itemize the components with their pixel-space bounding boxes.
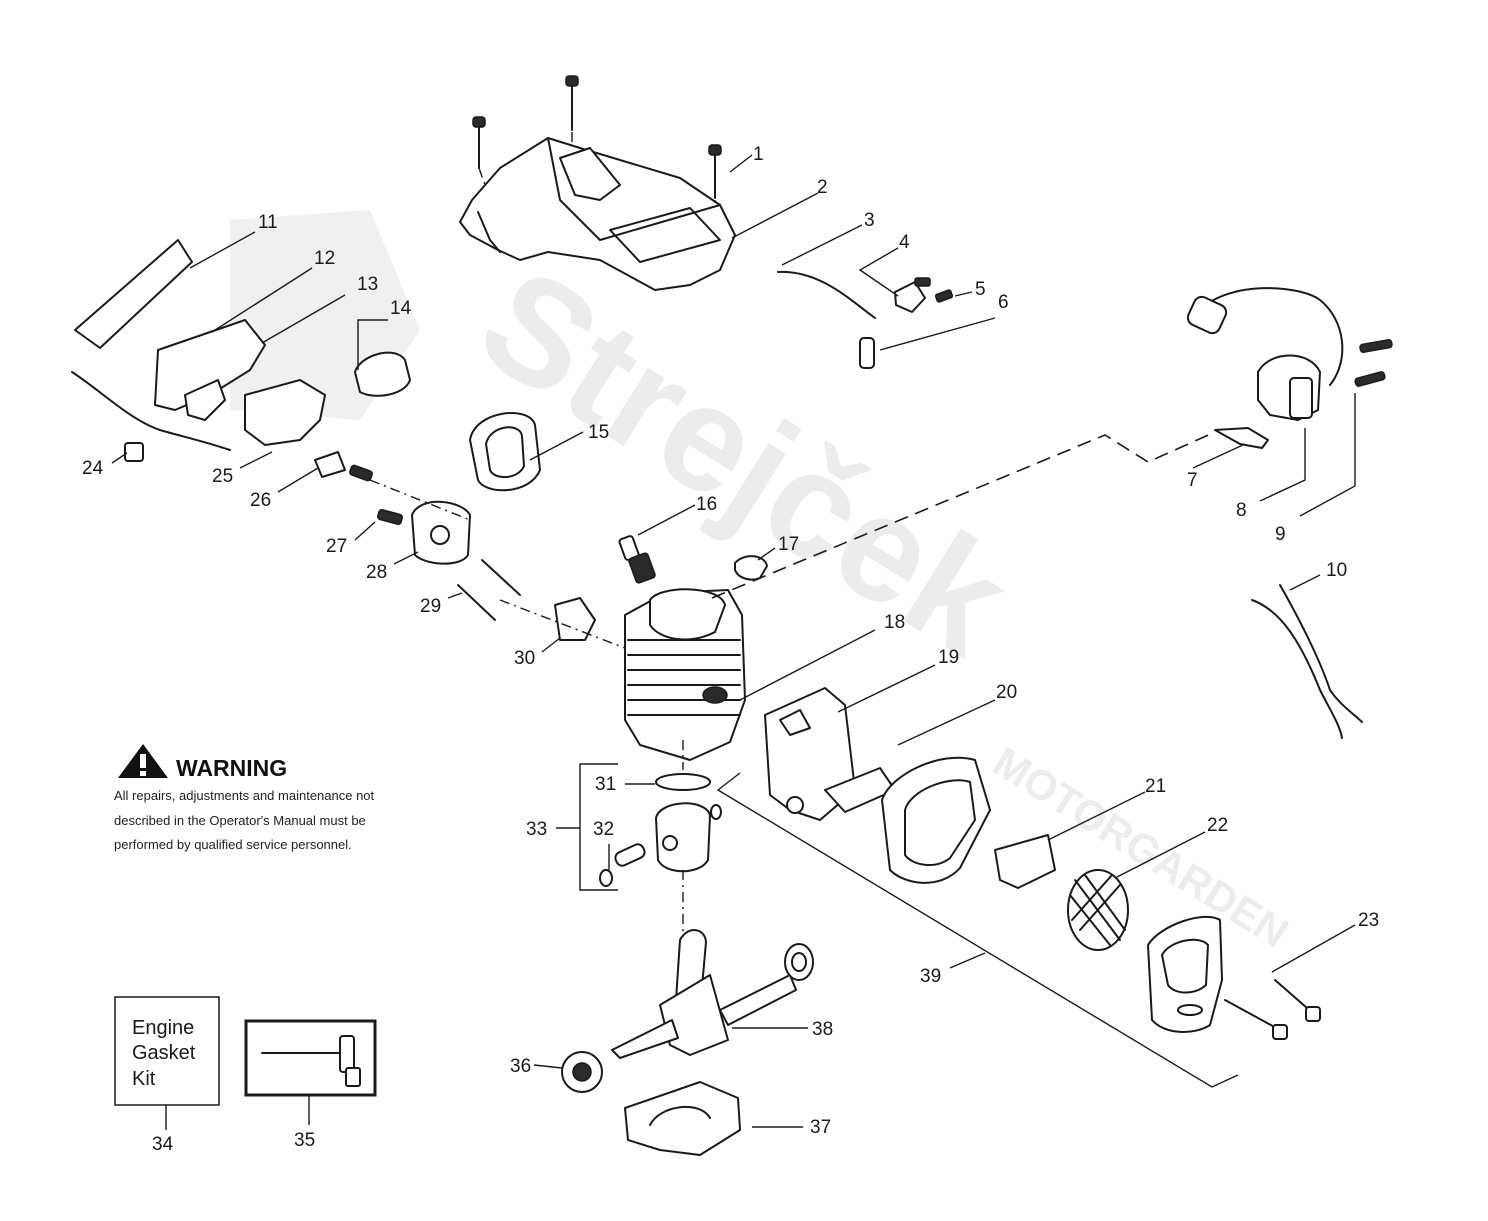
- crankshaft: [611, 929, 814, 1059]
- watermark: Strejček MOTORGARDEN: [230, 210, 1296, 957]
- part-label-20: 20: [996, 682, 1017, 703]
- part-label-19: 19: [938, 647, 959, 668]
- fuel-line-parts: [777, 270, 954, 369]
- part-label-6: 6: [998, 292, 1009, 313]
- part-label-36: 36: [510, 1056, 531, 1077]
- warning-line-3: performed by qualified service personnel…: [114, 837, 352, 852]
- warning-line-2: described in the Operator's Manual must …: [114, 813, 366, 828]
- part-label-1: 1: [753, 144, 764, 165]
- part-label-26: 26: [250, 490, 271, 511]
- part-label-4: 4: [899, 232, 910, 253]
- wrench-tool-icon: [261, 1035, 361, 1087]
- part-label-9: 9: [1275, 524, 1286, 545]
- kit-line-2: Gasket: [132, 1042, 196, 1064]
- part-label-31: 31: [595, 774, 616, 795]
- piston-group: [599, 740, 722, 940]
- watermark-brand: Strejček: [453, 235, 1038, 687]
- ignition-coil: [1186, 287, 1393, 449]
- spark-plug: [618, 535, 768, 584]
- top-cover: [459, 137, 736, 291]
- part-label-3: 3: [864, 210, 875, 231]
- part-label-18: 18: [884, 612, 905, 633]
- part-label-29: 29: [420, 596, 441, 617]
- muffler-group: [764, 687, 1321, 1040]
- part-label-15: 15: [588, 422, 609, 443]
- part-label-37: 37: [810, 1117, 831, 1138]
- part-label-8: 8: [1236, 500, 1247, 521]
- cylinder: [624, 588, 746, 761]
- part-label-14: 14: [390, 298, 412, 319]
- part-label-10: 10: [1326, 560, 1347, 581]
- part-label-11: 11: [258, 212, 278, 233]
- handle-group: [71, 239, 411, 478]
- tool-box: [244, 1019, 377, 1125]
- part-label-23: 23: [1358, 910, 1379, 931]
- part-label-24: 24: [82, 458, 104, 479]
- part-label-32: 32: [593, 819, 614, 840]
- part-label-39: 39: [920, 966, 941, 987]
- warning-title: WARNING: [176, 755, 287, 781]
- part-label-33: 33: [526, 819, 547, 840]
- part-label-35: 35: [294, 1130, 315, 1151]
- part-labels: 1 2 3 4 5 6 7 8 9 10 11 12 13 14 15 16 1…: [82, 144, 1379, 1155]
- dashed-leaders: [711, 431, 1216, 599]
- part-label-7: 7: [1187, 470, 1198, 491]
- part-label-38: 38: [812, 1019, 833, 1040]
- warning-block: WARNING All repairs, adjustments and mai…: [114, 744, 375, 852]
- intake-parts: [349, 412, 631, 651]
- part-label-2: 2: [817, 177, 828, 198]
- ignition-wires: [1251, 584, 1363, 739]
- warning-line-1: All repairs, adjustments and maintenance…: [114, 788, 375, 803]
- part-label-5: 5: [975, 279, 986, 300]
- part-label-28: 28: [366, 562, 387, 583]
- part-label-22: 22: [1207, 815, 1228, 836]
- part-label-13: 13: [357, 274, 378, 295]
- part-label-27: 27: [326, 536, 347, 557]
- part-label-34: 34: [152, 1134, 174, 1155]
- part-label-17: 17: [778, 534, 799, 555]
- gasket-kit-box: Engine Gasket Kit: [114, 996, 220, 1130]
- kit-line-1: Engine: [132, 1017, 194, 1039]
- part-label-12: 12: [314, 248, 335, 269]
- part-label-25: 25: [212, 466, 233, 487]
- part-label-16: 16: [696, 494, 717, 515]
- part-label-21: 21: [1145, 776, 1166, 797]
- crankcase-parts: [561, 1051, 741, 1156]
- brackets: [556, 393, 1356, 1088]
- label-leaders: [111, 154, 1356, 1128]
- part-label-30: 30: [514, 648, 535, 669]
- kit-line-3: Kit: [132, 1068, 156, 1090]
